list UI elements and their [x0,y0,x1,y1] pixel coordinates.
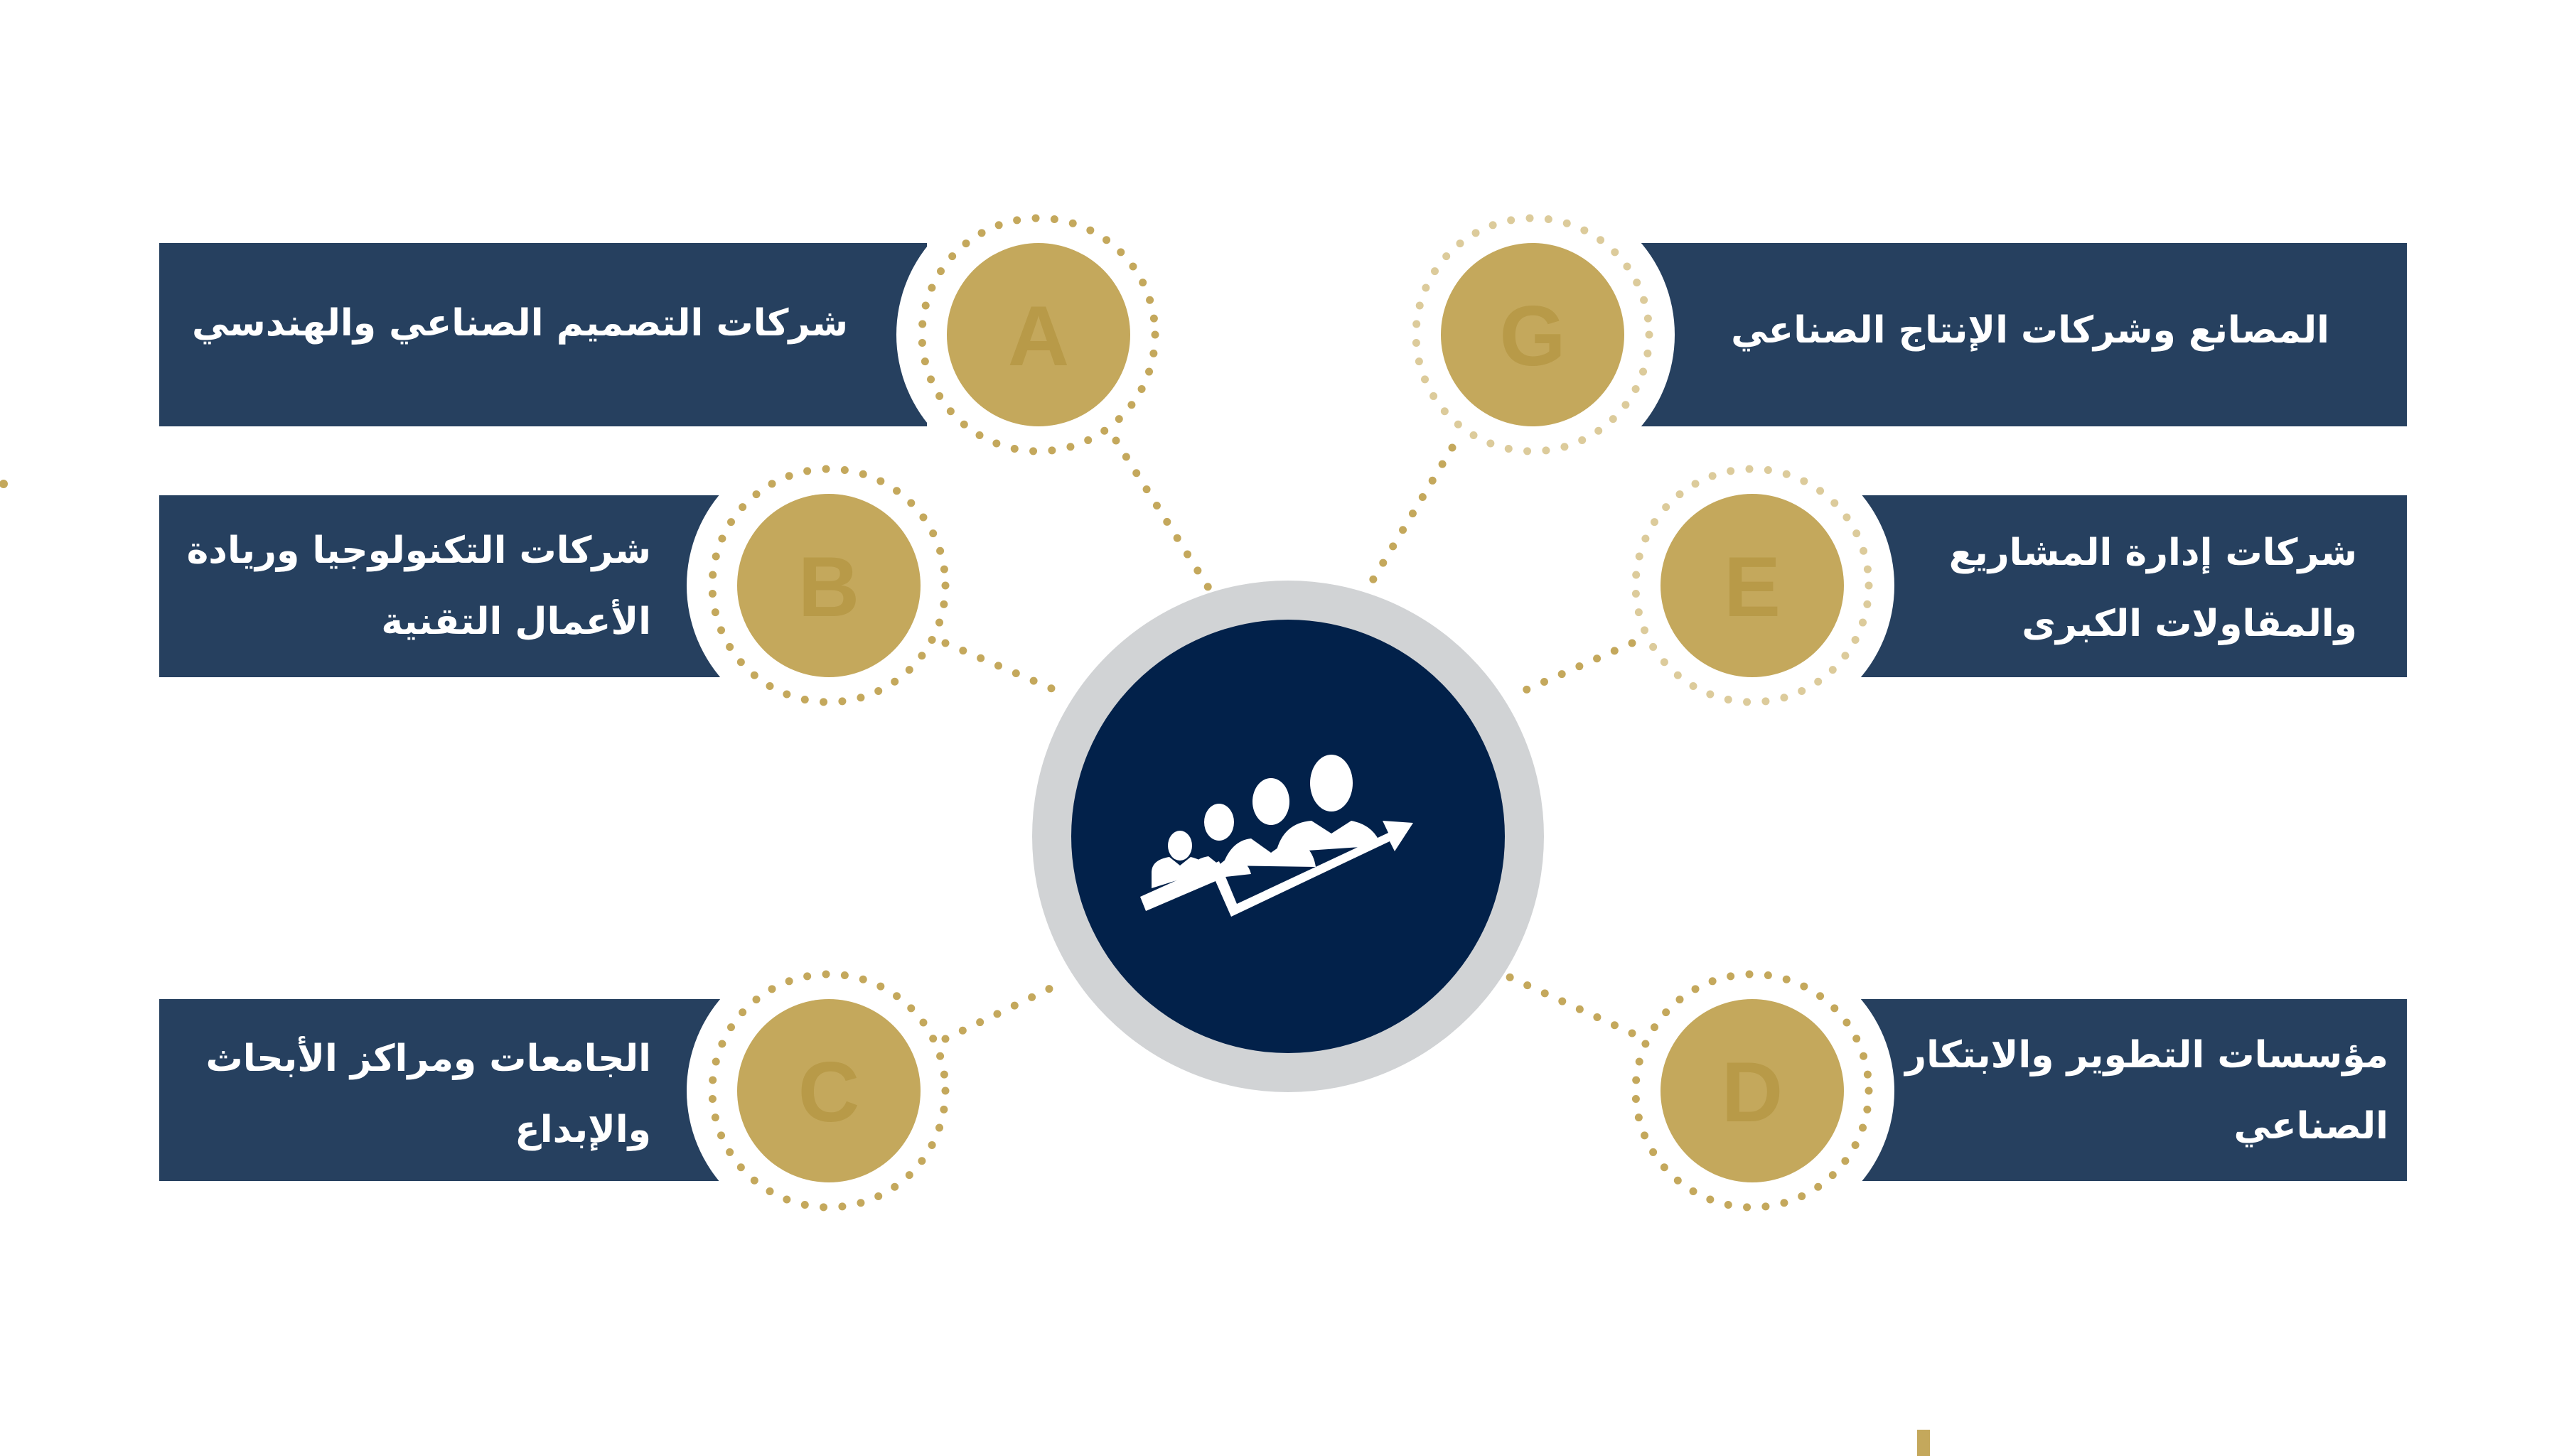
badge-letter-c: C [798,1045,860,1140]
ring-d [1631,970,1873,1212]
ring-e [1631,465,1873,706]
label-d: مؤسسات التطوير والابتكار الصناعي [1905,1020,2388,1162]
bar-d [1855,999,2407,1181]
label-c-line2: والإبداع [515,1109,651,1151]
label-a: شركات التصميم الصناعي والهندسي [192,288,848,359]
ring-c [708,970,950,1212]
bar-c [159,999,728,1181]
badge-a [947,243,1130,426]
badge-letter-g: G [1499,288,1565,384]
badge-e [1661,494,1844,677]
label-g-line1: المصانع وشركات الإنتاج الصناعي [1731,309,2329,352]
label-c-line1: الجامعات ومراكز الأبحاث [205,1037,652,1080]
label-e: شركات إدارة المشاريع والمقاولات الكبرى [1949,517,2357,659]
label-d-line1: مؤسسات التطوير والابتكار [1905,1034,2388,1077]
label-a-line1: شركات التصميم الصناعي والهندسي [192,302,848,345]
ring-g [1412,214,1653,455]
label-g: المصانع وشركات الإنتاج الصناعي [1731,295,2329,366]
bar-e [1855,495,2407,677]
decorative-dot [0,480,8,488]
badge-letter-a: A [1008,288,1070,384]
badge-letter-b: B [798,539,860,635]
label-e-line1: شركات إدارة المشاريع [1948,532,2357,574]
label-b: شركات التكنولوجيا وريادة الأعمال التقنية [187,515,651,657]
ring-b [708,465,950,706]
bar-g [1635,243,2407,426]
ring-a [918,214,1159,455]
badge-c [737,999,921,1182]
label-b-line1: شركات التكنولوجيا وريادة [186,529,651,572]
bar-b [159,495,728,677]
bar-a [159,243,927,426]
label-e-line2: والمقاولات الكبرى [2022,603,2357,645]
team-growth-arrow-icon [1140,755,1413,917]
label-d-line2: الصناعي [2233,1105,2388,1148]
decorative-bar [1917,1430,1930,1456]
badge-letter-d: D [1722,1045,1783,1140]
badge-letter-e: E [1724,539,1781,635]
badge-d [1661,999,1844,1182]
badge-b [737,494,921,677]
label-b-line2: الأعمال التقنية [381,600,651,643]
connector-lines [941,436,1636,1043]
badge-g [1441,243,1624,426]
label-c: الجامعات ومراكز الأبحاث والإبداع [206,1023,652,1165]
